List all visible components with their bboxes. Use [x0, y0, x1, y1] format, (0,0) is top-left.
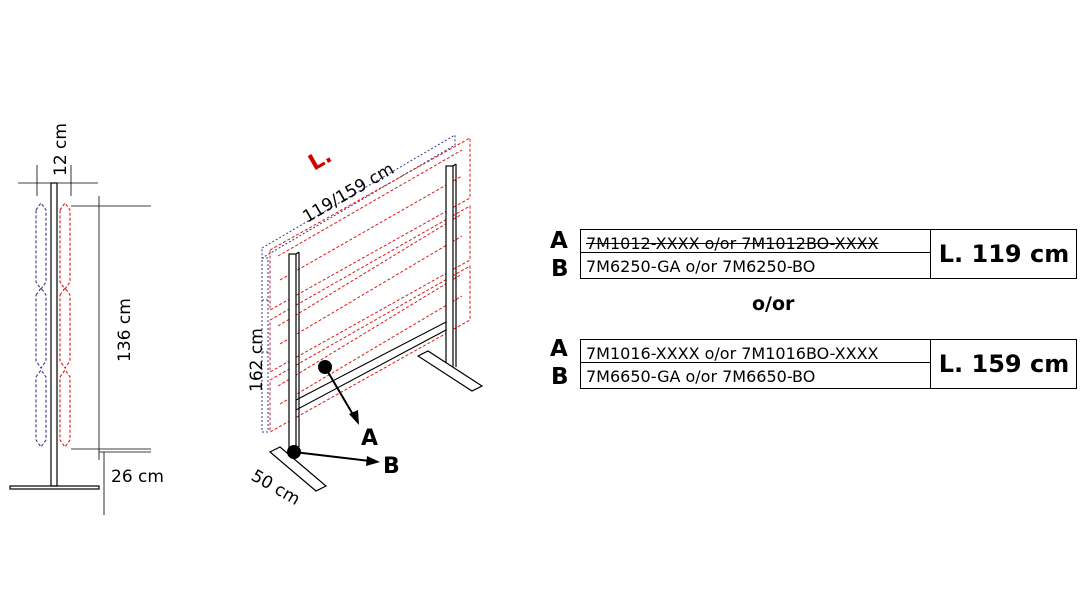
- iso-feet: [268, 350, 484, 492]
- option2-length: L. 159 cm: [938, 350, 1070, 378]
- callout-b-leader: [293, 451, 371, 462]
- option1-table: 7M1012-XXXX o/or 7M1012BO-XXXX 7M6250-GA…: [580, 229, 1077, 279]
- option2-divider: [581, 362, 930, 363]
- iso-blue-panels: [261, 134, 456, 433]
- side-width-label: 12 cm: [51, 123, 71, 176]
- or-separator: o/or: [752, 293, 795, 315]
- iso-red-panels: [269, 137, 471, 433]
- iso-post-right: [445, 163, 457, 370]
- option1-divider: [581, 252, 930, 253]
- option1-length: L. 119 cm: [938, 240, 1070, 268]
- callout-a-leader: [324, 366, 356, 419]
- side-red-panels: [59, 202, 71, 448]
- option1-code-b: 7M6250-GA o/or 7M6250-BO: [586, 257, 816, 276]
- callout-a-label: A: [361, 426, 378, 451]
- side-dimension-lines: [18, 165, 151, 515]
- iso-bottom-rail: [295, 321, 447, 411]
- side-view: 12 cm 136 cm 26 cm: [9, 123, 164, 515]
- side-post: [50, 182, 58, 487]
- option1-codes: 7M1012-XXXX o/or 7M1012BO-XXXX 7M6250-GA…: [581, 230, 931, 278]
- callout-b-arrowhead: [366, 456, 380, 466]
- callout-b-label: B: [383, 454, 400, 479]
- option1-letter-a: A: [550, 228, 568, 254]
- iso-view: A B L. 119/159 cm 162 cm 50 cm: [247, 134, 484, 510]
- option2-table: 7M1016-XXXX o/or 7M1016BO-XXXX 7M6650-GA…: [580, 339, 1077, 389]
- option1-letter-b: B: [551, 256, 569, 282]
- option2-codes: 7M1016-XXXX o/or 7M1016BO-XXXX 7M6650-GA…: [581, 340, 931, 388]
- height-label: 162 cm: [247, 328, 267, 392]
- side-height-label: 136 cm: [115, 298, 135, 362]
- option2-code-a: 7M1016-XXXX o/or 7M1016BO-XXXX: [586, 344, 879, 363]
- option2-code-b: 7M6650-GA o/or 7M6650-BO: [586, 367, 816, 386]
- side-blue-panels: [35, 202, 47, 448]
- option1-code-a: 7M1012-XXXX o/or 7M1012BO-XXXX: [586, 234, 879, 253]
- length-marker: L.: [305, 143, 337, 176]
- callout-a-arrowhead: [349, 410, 359, 425]
- iso-post-left: [288, 251, 300, 450]
- option2-letter-b: B: [551, 364, 569, 390]
- side-base-label: 26 cm: [111, 467, 164, 487]
- option2-letter-a: A: [550, 336, 568, 362]
